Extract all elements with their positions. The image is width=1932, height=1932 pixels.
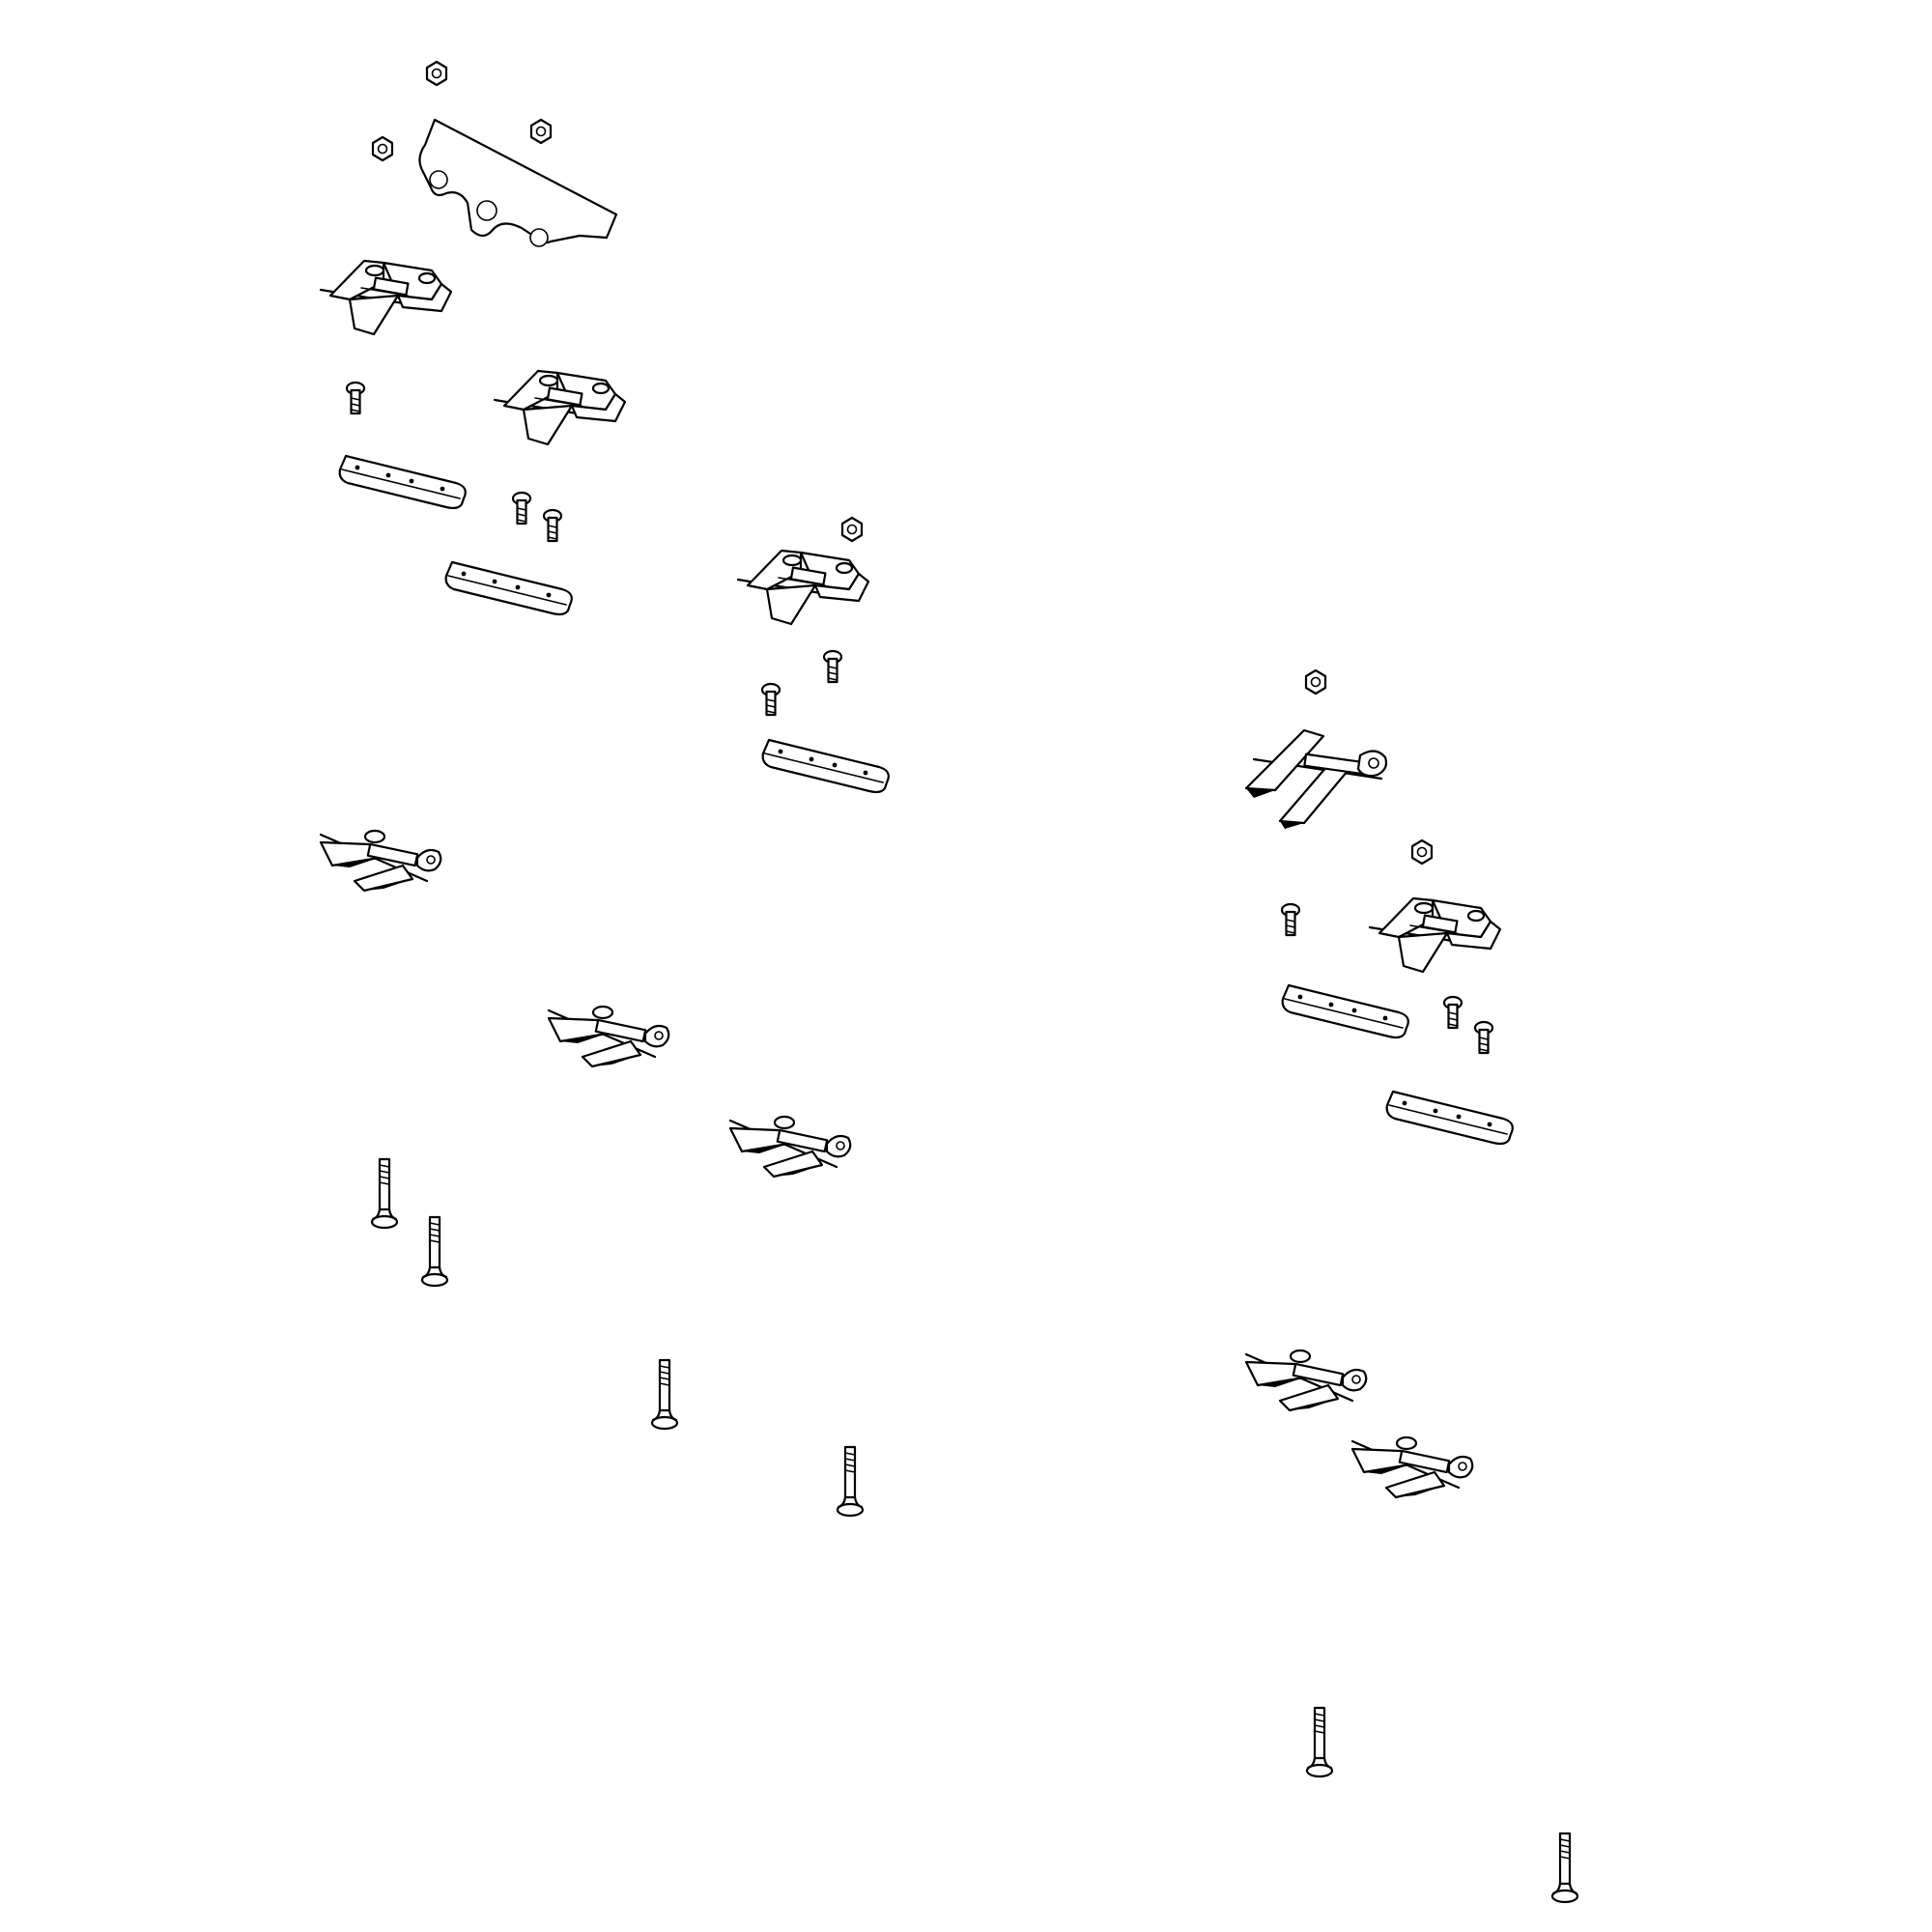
bolt-icon [1280,902,1301,937]
bolt-icon [1473,1020,1494,1055]
bolt-icon [345,381,366,415]
blade-guard-icon [547,1005,670,1068]
long-bolt-icon [370,1157,399,1230]
blade-guard-icon [319,829,442,893]
hex-nut-icon [1304,668,1327,696]
hex-nut-icon [371,135,394,162]
guard-bracket-icon [1368,896,1502,974]
clamp-plate-icon [338,454,467,510]
bolt-icon [542,508,563,543]
long-bolt-icon [1305,1706,1334,1778]
cover-plate [418,118,618,247]
clamp-plate-icon [1385,1090,1514,1146]
guard-bracket-icon [1244,728,1388,829]
hex-nut-icon [840,516,864,543]
hex-nut-icon [1410,838,1434,866]
long-bolt-icon [836,1445,865,1518]
blade-guard-icon [1350,1435,1474,1499]
blade-guard-icon [728,1115,852,1179]
guard-bracket-icon [736,549,870,626]
hex-nut-icon [529,118,553,145]
long-bolt-icon [650,1358,679,1431]
blade-guard-icon [1244,1349,1368,1412]
long-bolt-icon [1550,1832,1579,1904]
bolt-icon [822,649,843,684]
clamp-plate-icon [1281,983,1409,1039]
guard-bracket-icon [493,369,627,446]
hex-nut-icon [425,60,448,87]
bolt-icon [511,491,532,526]
bolt-icon [760,682,781,717]
clamp-plate-icon [761,738,890,794]
clamp-plate-icon [444,560,573,616]
long-bolt-icon [420,1215,449,1288]
bolt-icon [1442,995,1463,1030]
guard-bracket-icon [319,259,453,336]
